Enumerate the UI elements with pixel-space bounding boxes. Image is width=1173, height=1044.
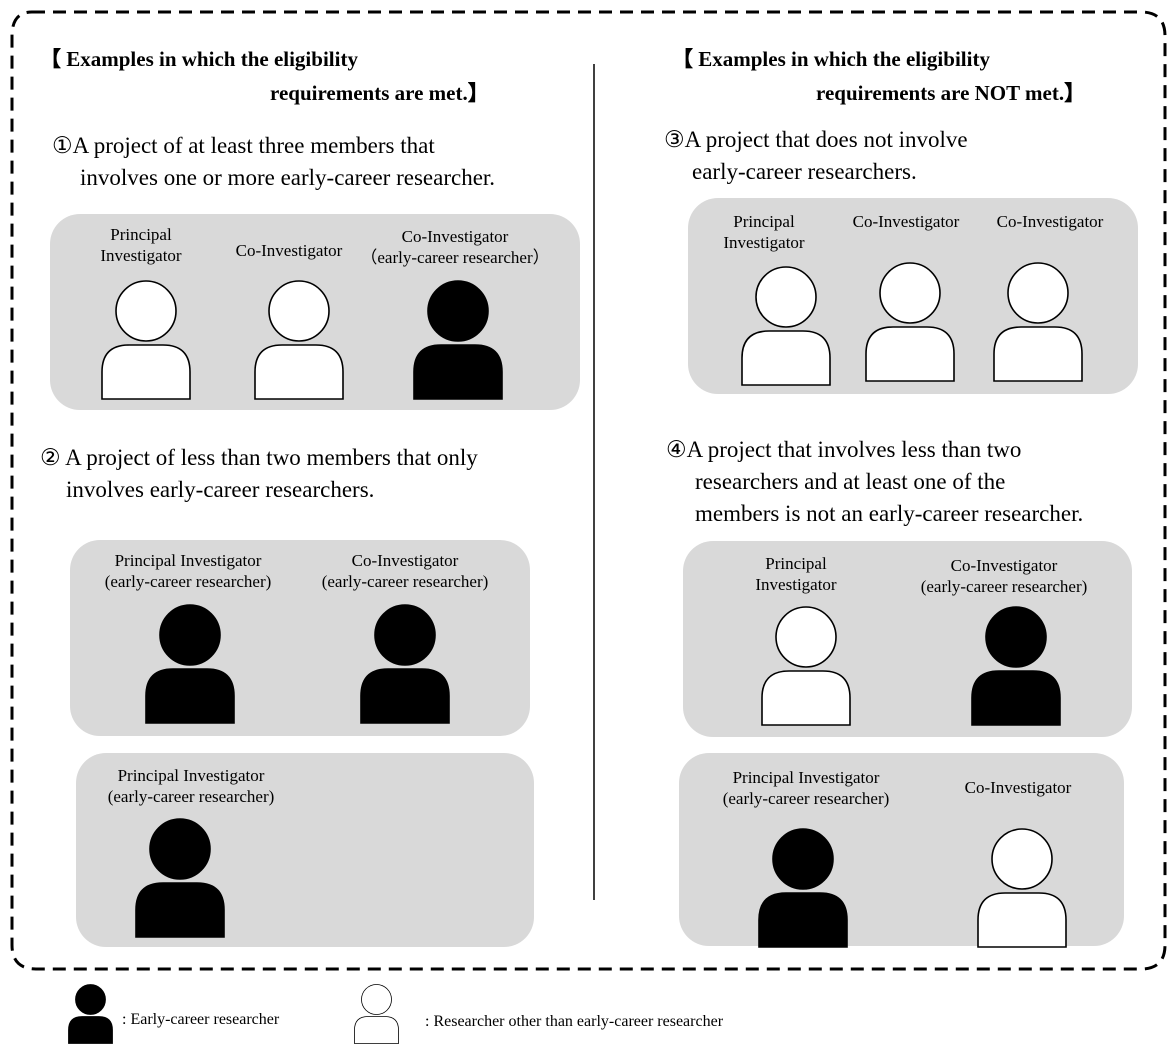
early-career-researcher-icon <box>413 280 503 400</box>
member-role-label: Co-Investigator(early-career researcher) <box>321 551 489 591</box>
person-head <box>374 604 436 666</box>
example2-line1: ② A project of less than two members tha… <box>40 445 478 470</box>
early-career-researcher-icon <box>971 606 1061 726</box>
person-body <box>741 330 831 386</box>
person-head <box>772 828 834 890</box>
legend-other-icon <box>354 984 399 1044</box>
member-role-label: Principal Investigator(early-career rese… <box>107 766 275 806</box>
researcher-other-icon <box>993 262 1083 382</box>
researcher-other-icon <box>761 606 851 726</box>
left-heading-line2: requirements are met.】 <box>270 81 489 105</box>
person-head <box>159 604 221 666</box>
person-body <box>977 892 1067 948</box>
person-head <box>149 818 211 880</box>
person-body <box>413 344 503 400</box>
member-role-label: Co-Investigator(early-career researcher) <box>920 556 1088 596</box>
person-body <box>758 892 848 948</box>
member-role-label: Co-Investigator <box>852 212 960 231</box>
dashed-border <box>10 10 1167 971</box>
person-body <box>68 1016 113 1044</box>
person-body <box>971 670 1061 726</box>
member-role-label: Principal Investigator(early-career rese… <box>104 551 272 591</box>
person-head <box>427 280 489 342</box>
early-career-researcher-icon <box>360 604 450 724</box>
legend-early-career-icon <box>68 984 113 1044</box>
person-head <box>268 280 330 342</box>
person-body <box>135 882 225 938</box>
person-body <box>865 326 955 382</box>
person-body <box>254 344 344 400</box>
person-head <box>115 280 177 342</box>
member-role-label: Co-Investigator <box>996 212 1104 231</box>
example4-line1: ④A project that involves less than two <box>666 437 1022 462</box>
legend-early-career-label: : Early-career researcher <box>122 1011 280 1028</box>
left-heading-line1: 【 Examples in which the eligibility <box>40 47 358 71</box>
person-body <box>101 344 191 400</box>
example2-line2: involves early-career researchers. <box>66 477 375 502</box>
person-body <box>761 670 851 726</box>
researcher-other-icon <box>865 262 955 382</box>
person-head <box>775 606 837 668</box>
person-head <box>985 606 1047 668</box>
legend-other-label: : Researcher other than early-career res… <box>425 1013 724 1030</box>
person-body <box>145 668 235 724</box>
person-head <box>361 984 392 1015</box>
person-body <box>354 1016 399 1044</box>
person-head <box>755 266 817 328</box>
member-role-label: Co-Investigator（early-career researcher） <box>360 227 550 267</box>
example3-line1: ③A project that does not involve <box>664 127 968 152</box>
researcher-other-icon <box>101 280 191 400</box>
example1-line1: ①A project of at least three members tha… <box>52 133 435 158</box>
person-head <box>879 262 941 324</box>
member-role-label: Principal Investigator(early-career rese… <box>722 768 890 808</box>
member-role-label: Co-Investigator <box>964 778 1072 797</box>
example1-line2: involves one or more early-career resear… <box>80 165 496 190</box>
early-career-researcher-icon <box>758 828 848 948</box>
right-heading-line2: requirements are NOT met.】 <box>816 81 1086 105</box>
researcher-other-icon <box>254 280 344 400</box>
person-body <box>360 668 450 724</box>
researcher-other-icon <box>741 266 831 386</box>
person-head <box>991 828 1053 890</box>
researcher-other-icon <box>977 828 1067 948</box>
person-head <box>1007 262 1069 324</box>
early-career-researcher-icon <box>135 818 225 938</box>
example4-line3: members is not an early-career researche… <box>695 501 1084 526</box>
example3-line2: early-career researchers. <box>692 159 917 184</box>
person-body <box>993 326 1083 382</box>
example4-line2: researchers and at least one of the <box>695 469 1006 494</box>
person-head <box>75 984 106 1015</box>
right-heading-line1: 【 Examples in which the eligibility <box>672 47 990 71</box>
early-career-researcher-icon <box>145 604 235 724</box>
member-role-label: Co-Investigator <box>235 241 343 260</box>
